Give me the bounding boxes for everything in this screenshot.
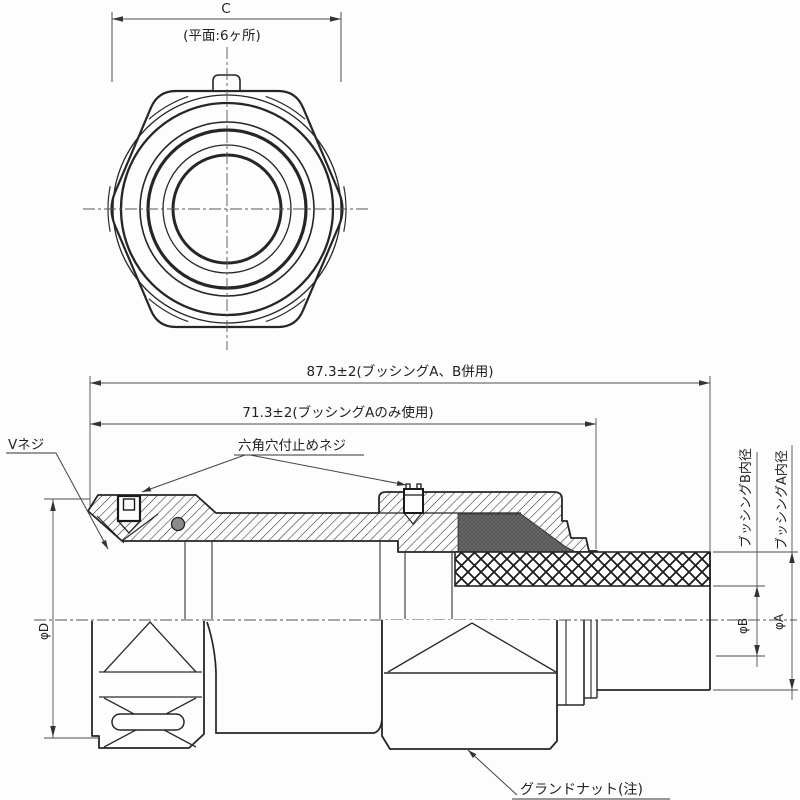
bushing-a-id-label: ブッシングA内径: [774, 450, 790, 550]
dia-a-label: φA: [772, 613, 786, 630]
flats-note-label: (平面:6ヶ所): [183, 28, 261, 44]
set-screw-callout: 六角穴付止めネジ: [141, 438, 407, 493]
dim-dia-d: φD: [37, 498, 99, 739]
tube-outline: [597, 552, 711, 691]
right-extension-lines: [713, 551, 798, 691]
gland-nut-callout: グランドナット(注): [467, 749, 670, 800]
mesh-tube: [454, 551, 711, 587]
dim-overall: 87.3±2(ブッシングA、B併用): [89, 363, 711, 551]
dim-dia-b: φB ブッシングB内径: [736, 448, 760, 667]
middle-barrel: [206, 621, 383, 734]
spanner-slot: [111, 713, 185, 731]
bushing-gray: [457, 513, 577, 553]
ball-detail: [170, 516, 186, 532]
dim-bushing-a: 71.3±2(ブッシングAのみ使用): [90, 404, 597, 549]
gland-nut-body: [381, 620, 558, 750]
dim-bushing-a-label: 71.3±2(ブッシングAのみ使用): [242, 404, 433, 421]
dim-c-arrow-right: [330, 16, 341, 22]
dim-overall-label: 87.3±2(ブッシングA、B併用): [307, 363, 494, 380]
rear-nut-body: [91, 621, 205, 749]
dim-c-arrow-left: [112, 16, 123, 22]
hex-nut-outline: [110, 89, 344, 329]
bushing-b-id-label: ブッシングB内径: [738, 448, 754, 548]
dim-dia-a: φA ブッシングA内径: [772, 445, 795, 700]
side-view: 87.3±2(ブッシングA、B併用) 71.3±2(ブッシングAのみ使用): [6, 363, 798, 800]
set-screw-2: [403, 483, 424, 525]
v-thread-callout: Vネジ: [6, 437, 109, 550]
exit-collar: [557, 620, 598, 706]
bore-lines: [184, 541, 453, 619]
set-screw-1: [116, 494, 142, 534]
dia-d-label: φD: [37, 623, 51, 640]
dim-c: [111, 12, 342, 82]
gland-nut-label: グランドナット(注): [520, 782, 643, 798]
dia-b-label: φB: [736, 618, 750, 634]
dim-c-label: C: [221, 1, 230, 17]
top-tab: [212, 74, 241, 90]
front-view: C (平面:6ヶ所): [83, 1, 371, 350]
front-centerlines: [83, 47, 371, 350]
set-screw-label: 六角穴付止めネジ: [238, 438, 346, 454]
v-thread-label: Vネジ: [8, 437, 44, 453]
